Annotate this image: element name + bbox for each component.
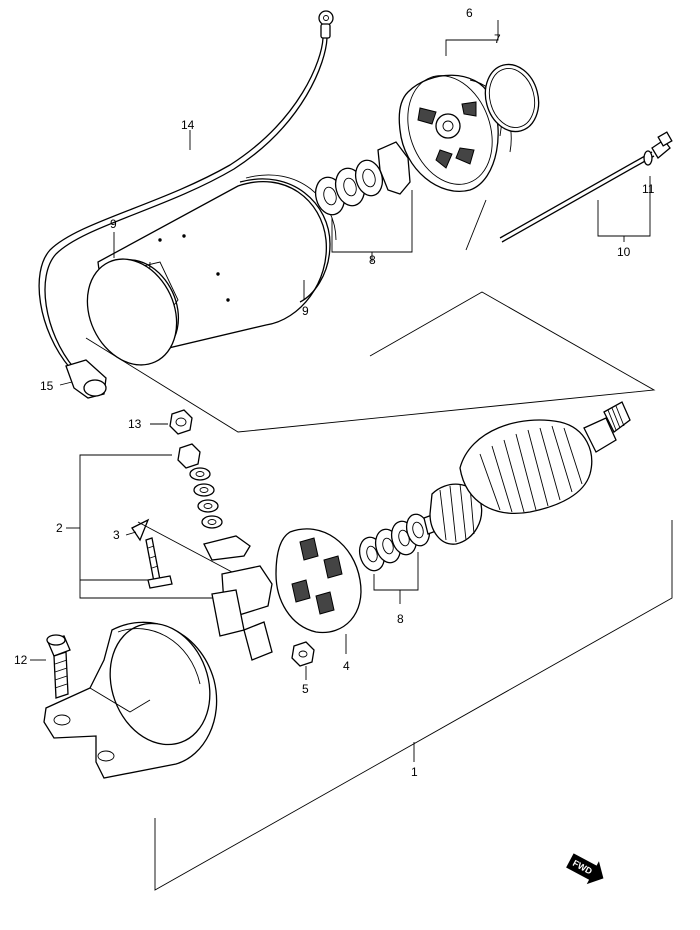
washer-set-8-lower: [358, 513, 431, 604]
callout-14: 14: [181, 118, 195, 132]
callout-8-lower: 8: [397, 612, 404, 626]
callout-12: 12: [14, 653, 28, 667]
callout-6: 6: [466, 6, 473, 20]
fwd-direction-badge: FWD: [566, 853, 604, 885]
callout-9-rear: 9: [302, 304, 309, 318]
callout-15: 15: [40, 379, 54, 393]
callout-13: 13: [128, 417, 142, 431]
callout-10: 10: [617, 245, 631, 259]
boot-15: [59, 359, 107, 399]
cover-guide-line: [465, 199, 487, 251]
callout-9-front: 9: [110, 217, 117, 231]
callout-8-upper: 8: [369, 253, 376, 267]
callout-5: 5: [302, 682, 309, 696]
yoke-housing: [86, 174, 337, 366]
lead-wire-14: [38, 10, 334, 369]
callout-1: 1: [411, 765, 418, 779]
nut-5: [291, 641, 315, 680]
brush-holder-4: [211, 528, 362, 661]
callout-4: 4: [343, 659, 350, 673]
o-ring-7: [484, 63, 540, 133]
through-bolt-10: [499, 131, 673, 243]
section-plane-outline: [85, 291, 656, 573]
callout-3: 3: [113, 528, 120, 542]
washer-set-8-upper: [314, 141, 413, 262]
end-cover-6: [398, 20, 512, 192]
callout-2: 2: [56, 521, 63, 535]
bolt-12: [30, 634, 71, 699]
callout-11: 11: [642, 182, 655, 196]
nut-13: [150, 409, 193, 435]
callout-labels: 1 2 3 4 5 6 7 8 8 9 9 10 11 12 13 14 15: [14, 6, 655, 779]
assembly-bracket-1: [154, 520, 673, 891]
front-housing: [43, 621, 218, 779]
clip-3: [125, 518, 150, 542]
callout-7: 7: [494, 32, 501, 46]
armature: [423, 401, 631, 545]
terminal-set-2: [66, 443, 251, 599]
